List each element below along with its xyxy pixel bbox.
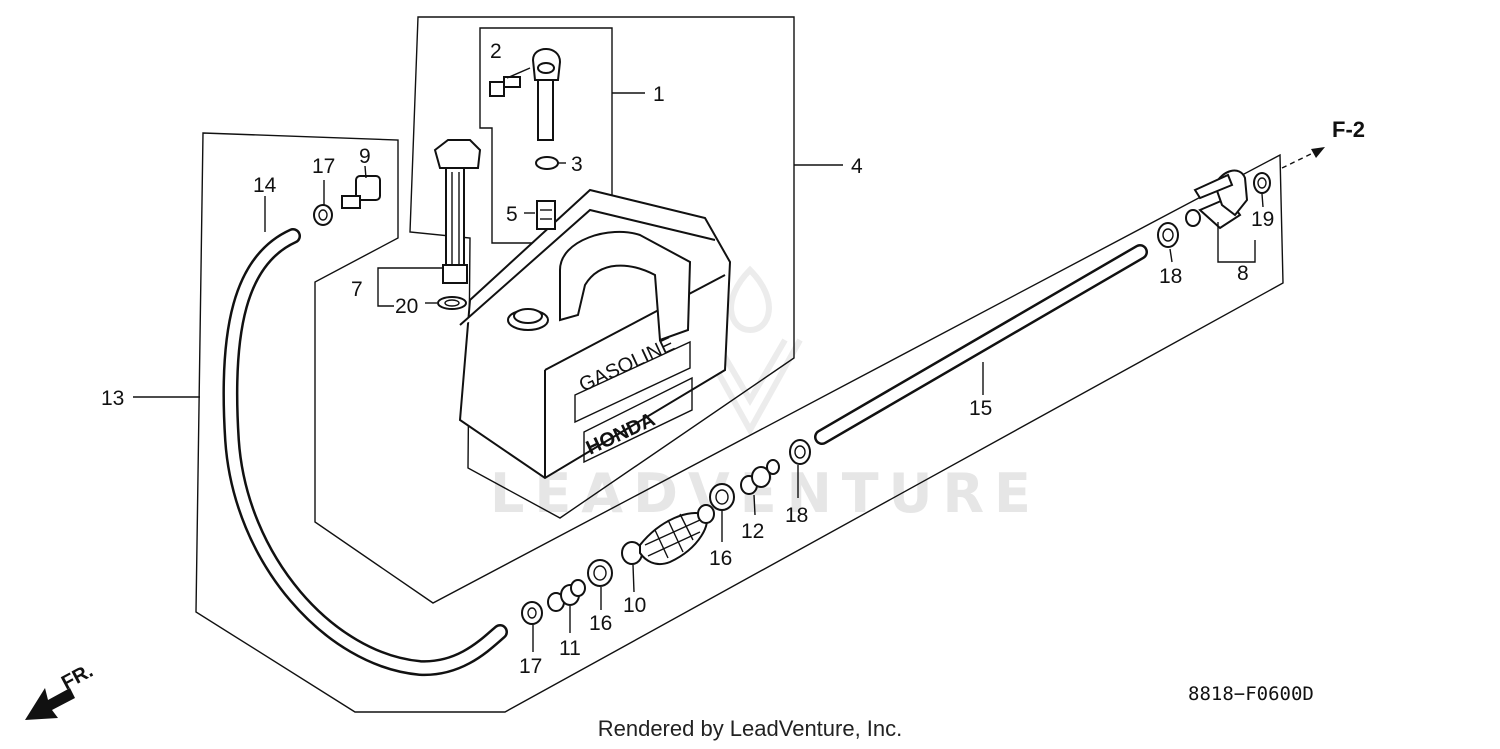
- drawing-code: 8818−F0600D: [1188, 683, 1314, 705]
- connector-9: [341, 175, 381, 209]
- oring-19: [1253, 172, 1271, 194]
- callout-14: 14: [253, 174, 277, 197]
- callout-10: 10: [623, 594, 646, 617]
- clip-18-right: [1157, 222, 1179, 248]
- primer-bulb-10: [621, 504, 715, 566]
- clamp-16-bottom: [587, 559, 613, 587]
- clip-17-bottom: [521, 601, 543, 625]
- vent-elbow-part: [531, 48, 562, 141]
- connector-8: [1185, 169, 1249, 230]
- callout-13: 13: [101, 387, 124, 410]
- callout-8: 8: [1237, 262, 1249, 285]
- connector-12: [740, 459, 780, 495]
- footer-credit: Rendered by LeadVenture, Inc.: [597, 716, 903, 741]
- callout-18-left: 18: [785, 504, 808, 527]
- page-reference-arrow: [1281, 147, 1325, 169]
- callout-19: 19: [1251, 208, 1274, 231]
- callout-2: 2: [490, 40, 502, 63]
- frame-1: [479, 27, 613, 244]
- callout-17-top: 17: [312, 155, 335, 178]
- clip-17-top: [313, 204, 333, 226]
- callout-17-bottom: 17: [519, 655, 542, 678]
- callout-7: 7: [351, 278, 363, 301]
- callout-18-right: 18: [1159, 265, 1182, 288]
- front-direction-label: FR.: [58, 660, 97, 695]
- connector-11: [547, 579, 586, 612]
- callout-5: 5: [506, 203, 518, 226]
- callout-3: 3: [571, 153, 583, 176]
- frame-13: [195, 132, 1284, 713]
- fuel-gauge-part: [433, 139, 482, 284]
- clip-18-left: [789, 439, 811, 465]
- callout-4: 4: [851, 155, 863, 178]
- callout-11: 11: [559, 637, 581, 660]
- callout-12: 12: [741, 520, 764, 543]
- page-reference-label: F-2: [1332, 117, 1365, 142]
- bolt-2: [489, 76, 521, 97]
- callout-16-top: 16: [709, 547, 732, 570]
- leader-lines: [133, 67, 1264, 652]
- fuel-tank: GASOLINE HONDA: [458, 188, 732, 480]
- callout-16-bottom: 16: [589, 612, 612, 635]
- frame-4: [409, 16, 795, 519]
- filter-5: [536, 200, 556, 230]
- callout-1: 1: [653, 83, 665, 106]
- callout-9: 9: [359, 145, 371, 168]
- callout-15: 15: [969, 397, 992, 420]
- clamp-16-top: [709, 483, 735, 511]
- callout-20: 20: [395, 295, 418, 318]
- washer-20: [437, 296, 467, 310]
- washer-3: [535, 156, 559, 170]
- front-direction-icon: [25, 688, 75, 720]
